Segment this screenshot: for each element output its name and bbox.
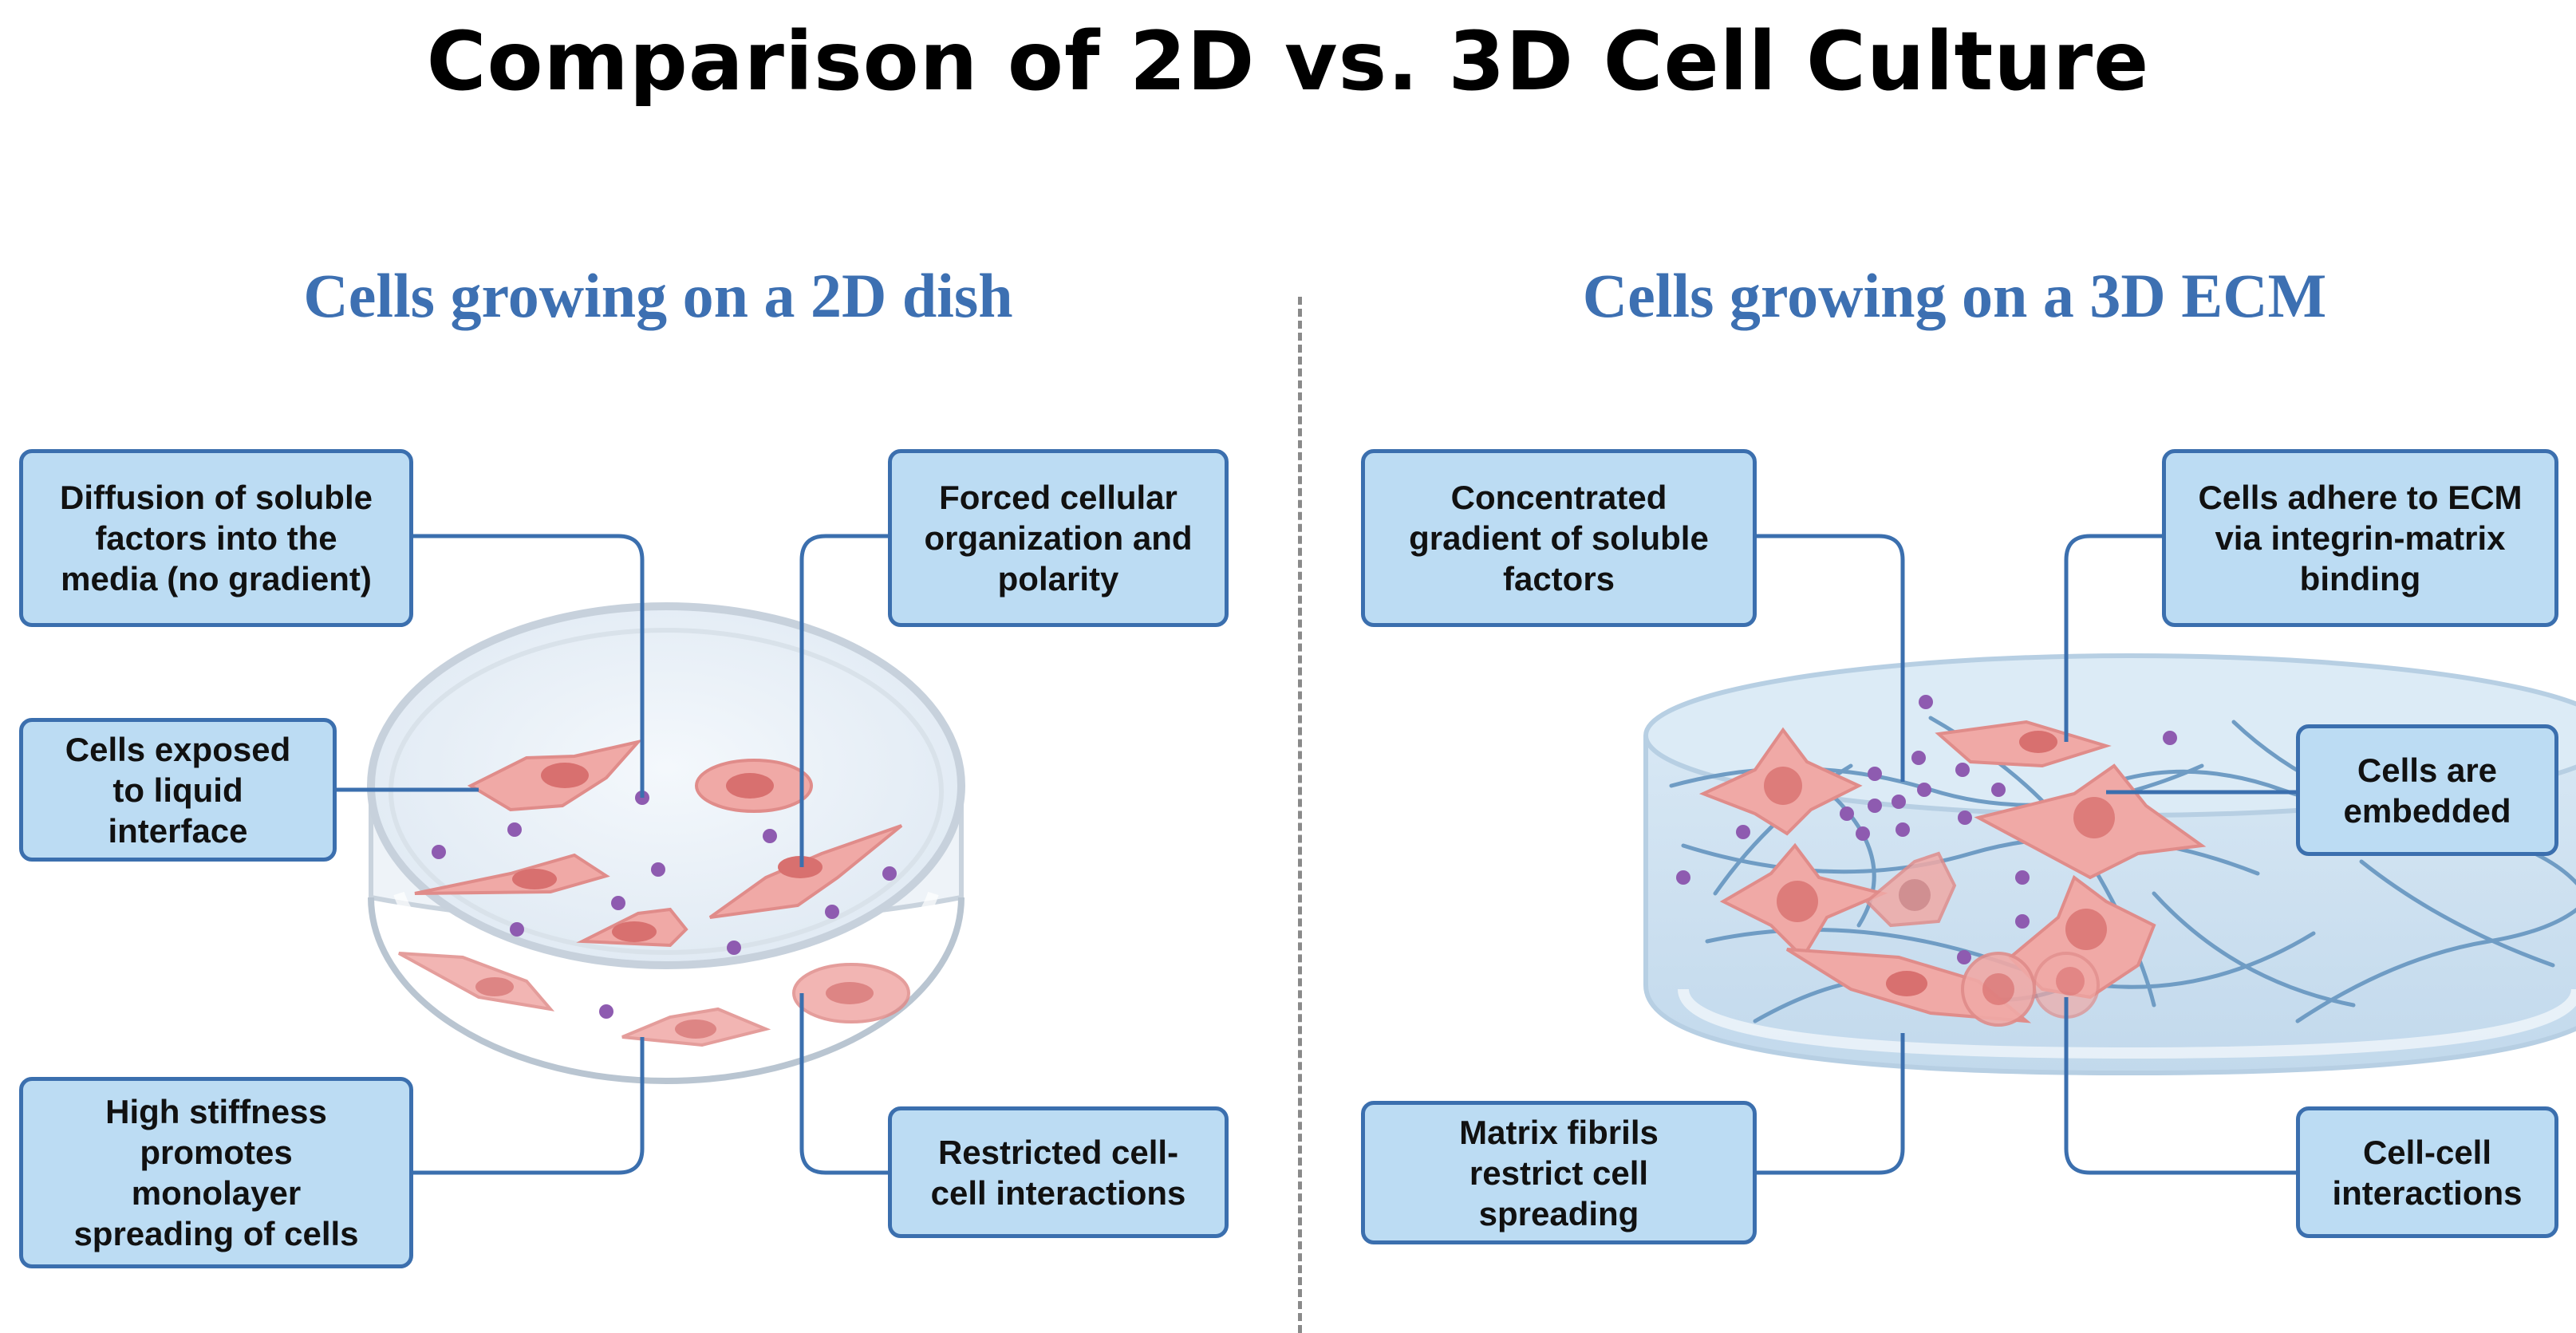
connector-concentrated-gradient [1755, 534, 1905, 782]
soluble-factor-dot [763, 829, 777, 843]
connector-cell-cell [2064, 997, 2298, 1175]
connector-lines [335, 534, 2298, 1175]
cell [792, 963, 910, 1023]
cell [414, 853, 610, 895]
soluble-factor-dot [1958, 810, 1972, 825]
soluble-factor-dot [2015, 914, 2030, 929]
soluble-factor-dot [1957, 950, 1971, 964]
cell [695, 759, 813, 813]
cell [1961, 952, 2036, 1027]
cell [398, 952, 555, 1012]
callout-cell-cell: Cell-cell interactions [2296, 1106, 2558, 1238]
callout-high-stiffness: High stiffness promotes monolayer spread… [19, 1077, 413, 1268]
connector-high-stiffness [412, 1037, 645, 1175]
callout-liquid-interface: Cells exposed to liquid interface [19, 718, 337, 862]
callout-restricted-interactions: Restricted cell- cell interactions [888, 1106, 1229, 1238]
soluble-factor-dot [1991, 783, 2006, 797]
soluble-factor-dot [599, 1004, 613, 1019]
connector-restricted-interactions [799, 993, 890, 1175]
cell [1864, 851, 1957, 928]
left-panel-heading: Cells growing on a 2D dish [303, 261, 1013, 330]
soluble-factor-dot [2015, 870, 2030, 885]
fibril [2295, 907, 2576, 1023]
callout-forced-organization: Forced cellular organization and polarit… [888, 449, 1229, 627]
soluble-factor-dot [1911, 751, 1926, 765]
callout-matrix-fibrils: Matrix fibrils restrict cell spreading [1361, 1101, 1757, 1244]
cell [1698, 727, 1863, 836]
soluble-factor-dot [611, 896, 625, 910]
figure-title: Comparison of 2D vs. 3D Cell Culture [426, 14, 2150, 109]
callout-integrin-binding: Cells adhere to ECM via integrin-matrix … [2162, 449, 2558, 627]
right-panel-heading: Cells growing on a 3D ECM [1582, 261, 2327, 330]
connector-matrix-fibrils [1755, 1033, 1905, 1175]
soluble-factor-dot [727, 941, 741, 955]
fibril [2152, 891, 2356, 1008]
soluble-factor-dot [1676, 870, 1690, 885]
cell [1974, 763, 2207, 880]
soluble-factor-dot [1868, 767, 1882, 781]
cell [621, 1007, 771, 1047]
connector-forced-organization [799, 534, 890, 867]
soluble-factor-dot [432, 845, 446, 859]
connector-diffusion [412, 534, 645, 798]
soluble-factor-dot [1736, 825, 1750, 839]
soluble-factors-gradient [1676, 695, 2177, 964]
cell-monolayer [398, 739, 910, 1047]
soluble-factor-dot [1892, 795, 1906, 809]
callout-concentrated-gradient: Concentrated gradient of soluble factors [1361, 449, 1757, 627]
soluble-factor-dot [510, 922, 524, 937]
soluble-factor-dot [882, 866, 897, 881]
soluble-factor-dot [1896, 822, 1910, 837]
soluble-factor-dot [2163, 731, 2177, 745]
soluble-factor-dot [1840, 807, 1854, 821]
soluble-factor-dot [1868, 799, 1882, 813]
cell [1935, 720, 2112, 768]
panel-divider [1298, 297, 1302, 1333]
callout-embedded: Cells are embedded [2296, 724, 2558, 856]
cell [576, 907, 688, 948]
soluble-factors [432, 791, 897, 1019]
fibril [2359, 859, 2555, 968]
soluble-factor-dot [1917, 783, 1931, 797]
soluble-factor-dot [507, 822, 522, 837]
soluble-factor-dot [1919, 695, 1933, 709]
callout-diffusion: Diffusion of soluble factors into the me… [19, 449, 413, 627]
connector-integrin-binding [2064, 534, 2164, 742]
soluble-factor-dot [1856, 826, 1870, 841]
soluble-factor-dot [651, 862, 665, 877]
soluble-factor-dot [1955, 763, 1970, 777]
soluble-factor-dot [825, 905, 839, 919]
cell [467, 739, 643, 812]
